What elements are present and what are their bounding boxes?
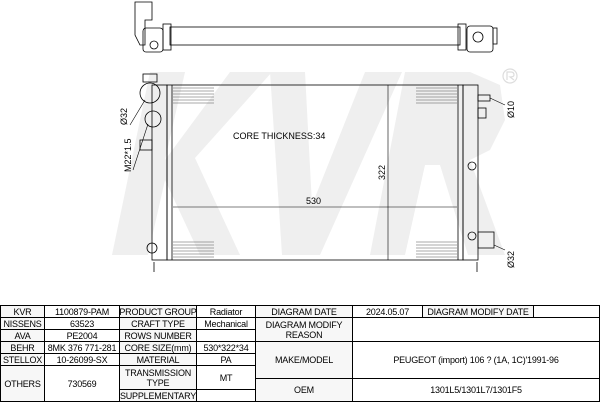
inlet-diameter: Ø32 <box>119 108 129 125</box>
dimension-lines <box>129 85 506 260</box>
watermark-letter-r <box>370 72 505 255</box>
top-view <box>134 1 498 53</box>
oem-value: 1301L5/1301L7/1301F5 <box>352 378 600 402</box>
kvr-watermark-logo <box>112 72 505 255</box>
thread-spec: M22*1.5 <box>123 138 133 172</box>
radiator-drawing: CORE THICKNESS:34 530 322 Ø32 M22*1.5 Ø1… <box>112 1 518 272</box>
core-thickness-label: CORE THICKNESS:34 <box>233 131 325 141</box>
watermark-letter-v <box>270 72 402 255</box>
modify-reason-value <box>352 317 600 342</box>
front-view <box>139 73 495 272</box>
modify-reason-label: DIAGRAM MODIFY REASON <box>255 317 353 342</box>
supplementary-label: SUPPLEMENTARY <box>119 389 197 402</box>
make-model-label: MAKE/MODEL <box>255 341 353 379</box>
outlet-diameter: Ø32 <box>506 251 516 268</box>
supplementary-value <box>196 389 256 402</box>
transmission-label: TRANSMISSION TYPE <box>119 365 197 390</box>
oem-label: OEM <box>255 378 353 402</box>
others-value: 730569 <box>44 365 120 402</box>
registered-mark <box>502 68 518 84</box>
height-dimension: 322 <box>377 165 387 180</box>
fin-hatching <box>173 87 457 258</box>
width-dimension: 530 <box>306 196 321 206</box>
others-label: OTHERS <box>0 365 45 402</box>
watermark-letter-k <box>112 72 272 255</box>
small-port-diameter: Ø10 <box>506 101 516 118</box>
make-model-value: PEUGEOT (import) 106 ? (1A, 1C)'1991-96 <box>352 341 600 379</box>
transmission-value: MT <box>196 365 256 390</box>
